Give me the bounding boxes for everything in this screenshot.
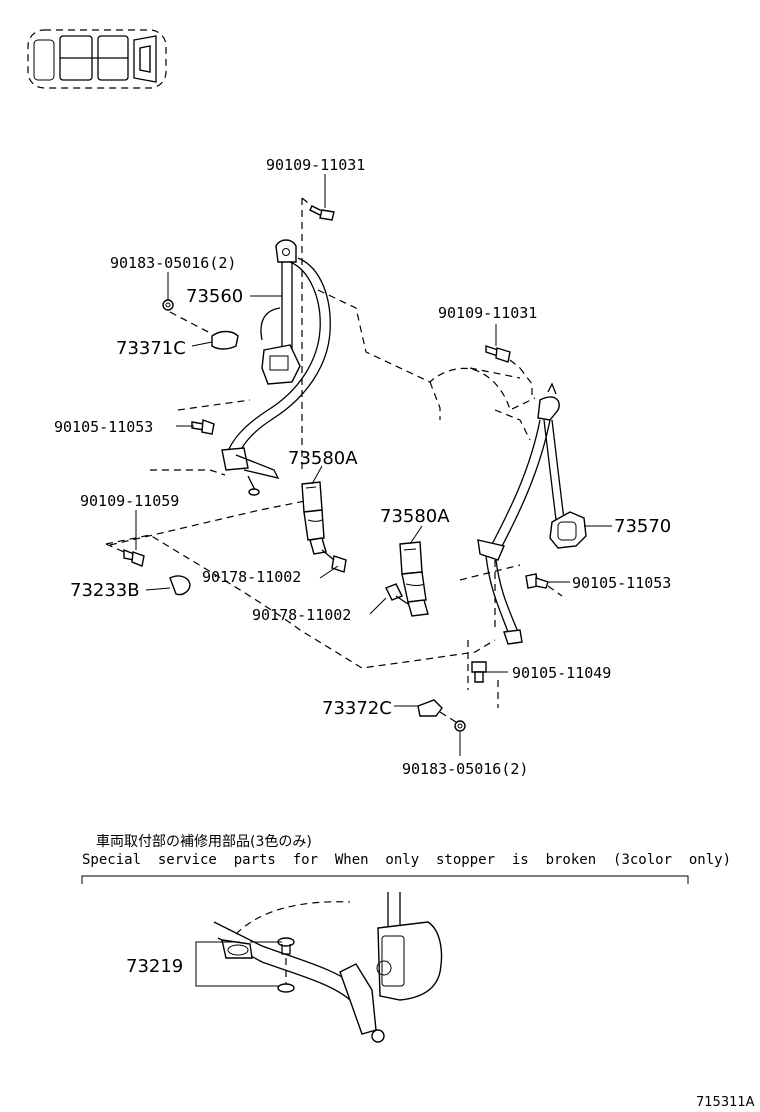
label-90109-11031-top: 90109-11031	[266, 156, 365, 174]
left-seatbelt-73560	[221, 239, 331, 496]
label-73372C: 73372C	[322, 698, 392, 719]
bolt-90109-right	[485, 345, 521, 369]
bolt-90105-left	[191, 419, 215, 435]
leader-lines	[135, 174, 612, 756]
label-73233B: 73233B	[70, 580, 140, 601]
bolt-90178-b	[385, 583, 409, 605]
part-73371C-cover	[169, 311, 239, 350]
label-90109-11059: 90109-11059	[80, 492, 179, 510]
nut-90183-left	[162, 299, 174, 311]
label-73371C: 73371C	[116, 338, 186, 359]
label-90178-11002-b: 90178-11002	[252, 606, 351, 624]
bolt-90105-11053-right	[525, 573, 563, 597]
part-73233B-cover	[169, 575, 191, 596]
bracket-73219	[195, 941, 282, 987]
note-english: Special service parts for When only stop…	[82, 852, 731, 868]
label-73560: 73560	[186, 286, 243, 307]
label-90178-11002-a: 90178-11002	[202, 568, 301, 586]
bolt-90109-top	[301, 197, 335, 221]
label-90105-11049: 90105-11049	[512, 664, 611, 682]
bolt-90105-11049	[467, 640, 499, 708]
label-90183-05016-bottom: 90183-05016(2)	[402, 760, 528, 778]
figure-code: 715311A	[696, 1095, 755, 1110]
nut-90183-bottom	[454, 720, 466, 732]
label-90105-11053-right: 90105-11053	[572, 574, 671, 592]
label-90105-11053-left: 90105-11053	[54, 418, 153, 436]
label-73219: 73219	[126, 956, 183, 977]
buckle-73580A-mid	[399, 541, 429, 617]
part-73372C-cover	[417, 699, 457, 723]
label-73570: 73570	[614, 516, 671, 537]
label-73580A-left: 73580A	[288, 448, 358, 469]
right-seatbelt-73570	[477, 382, 587, 645]
label-90109-11031-right: 90109-11031	[438, 304, 537, 322]
label-73580A-mid: 73580A	[380, 506, 450, 527]
note-bracket	[81, 875, 689, 884]
vehicle-icon	[27, 29, 167, 89]
detail-73219	[213, 892, 443, 1043]
buckle-73580A-left	[301, 481, 327, 555]
bolt-90109-11059	[105, 543, 145, 567]
note-japanese: 車両取付部の補修用部品(3色のみ)	[96, 833, 312, 850]
label-90183-05016-top: 90183-05016(2)	[110, 254, 236, 272]
seat-outline	[105, 198, 536, 669]
